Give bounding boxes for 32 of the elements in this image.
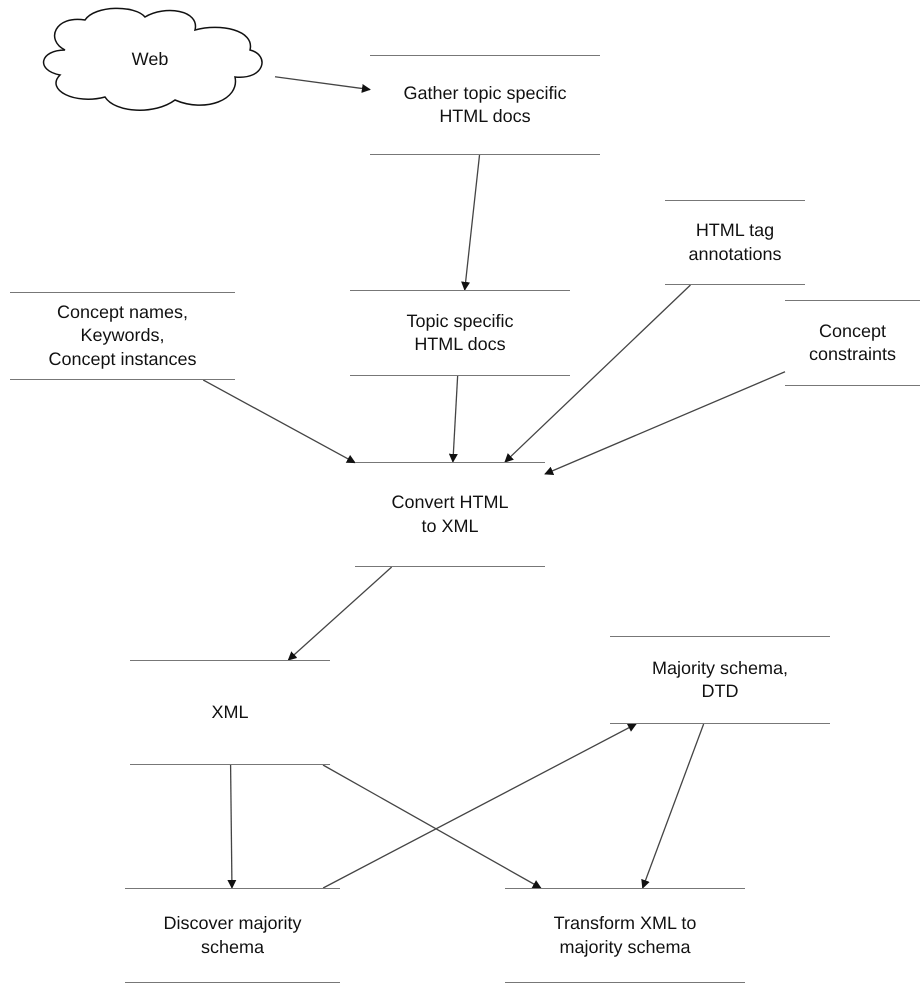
flow-box (130, 660, 330, 765)
flow-box (10, 292, 235, 380)
arrow (322, 723, 637, 889)
flow-box (785, 300, 920, 386)
node-label: Concept names, Keywords, Concept instances (47, 300, 198, 371)
node-label: Transform XML to majority schema (552, 912, 698, 959)
arrow (544, 371, 786, 475)
flow-box (355, 462, 545, 567)
node-label: Web (130, 48, 170, 72)
node-label: Gather topic specific HTML docs (402, 82, 568, 128)
arrow (322, 764, 542, 889)
flow-box (610, 636, 830, 724)
node-label: Discover majority schema (162, 912, 303, 958)
arrow (288, 566, 392, 661)
arrow (461, 154, 480, 291)
node-label: Topic specific HTML docs (405, 310, 515, 356)
node-label: HTML tag annotations (687, 219, 783, 266)
node-label: Convert HTML to XML (390, 491, 510, 538)
flow-box (505, 888, 745, 983)
arrow (641, 724, 704, 889)
arrow (504, 284, 691, 463)
flow-box (125, 888, 340, 983)
arrow (448, 376, 458, 463)
node-label: Concept constraints (808, 320, 898, 366)
flow-box (350, 290, 570, 376)
arrow (227, 765, 236, 889)
node-label: XML (210, 700, 250, 724)
arrow (202, 379, 356, 464)
flow-box (370, 55, 600, 155)
arrow (274, 76, 371, 93)
flow-box (665, 200, 805, 285)
node-label: Majority schema, DTD (650, 656, 790, 703)
